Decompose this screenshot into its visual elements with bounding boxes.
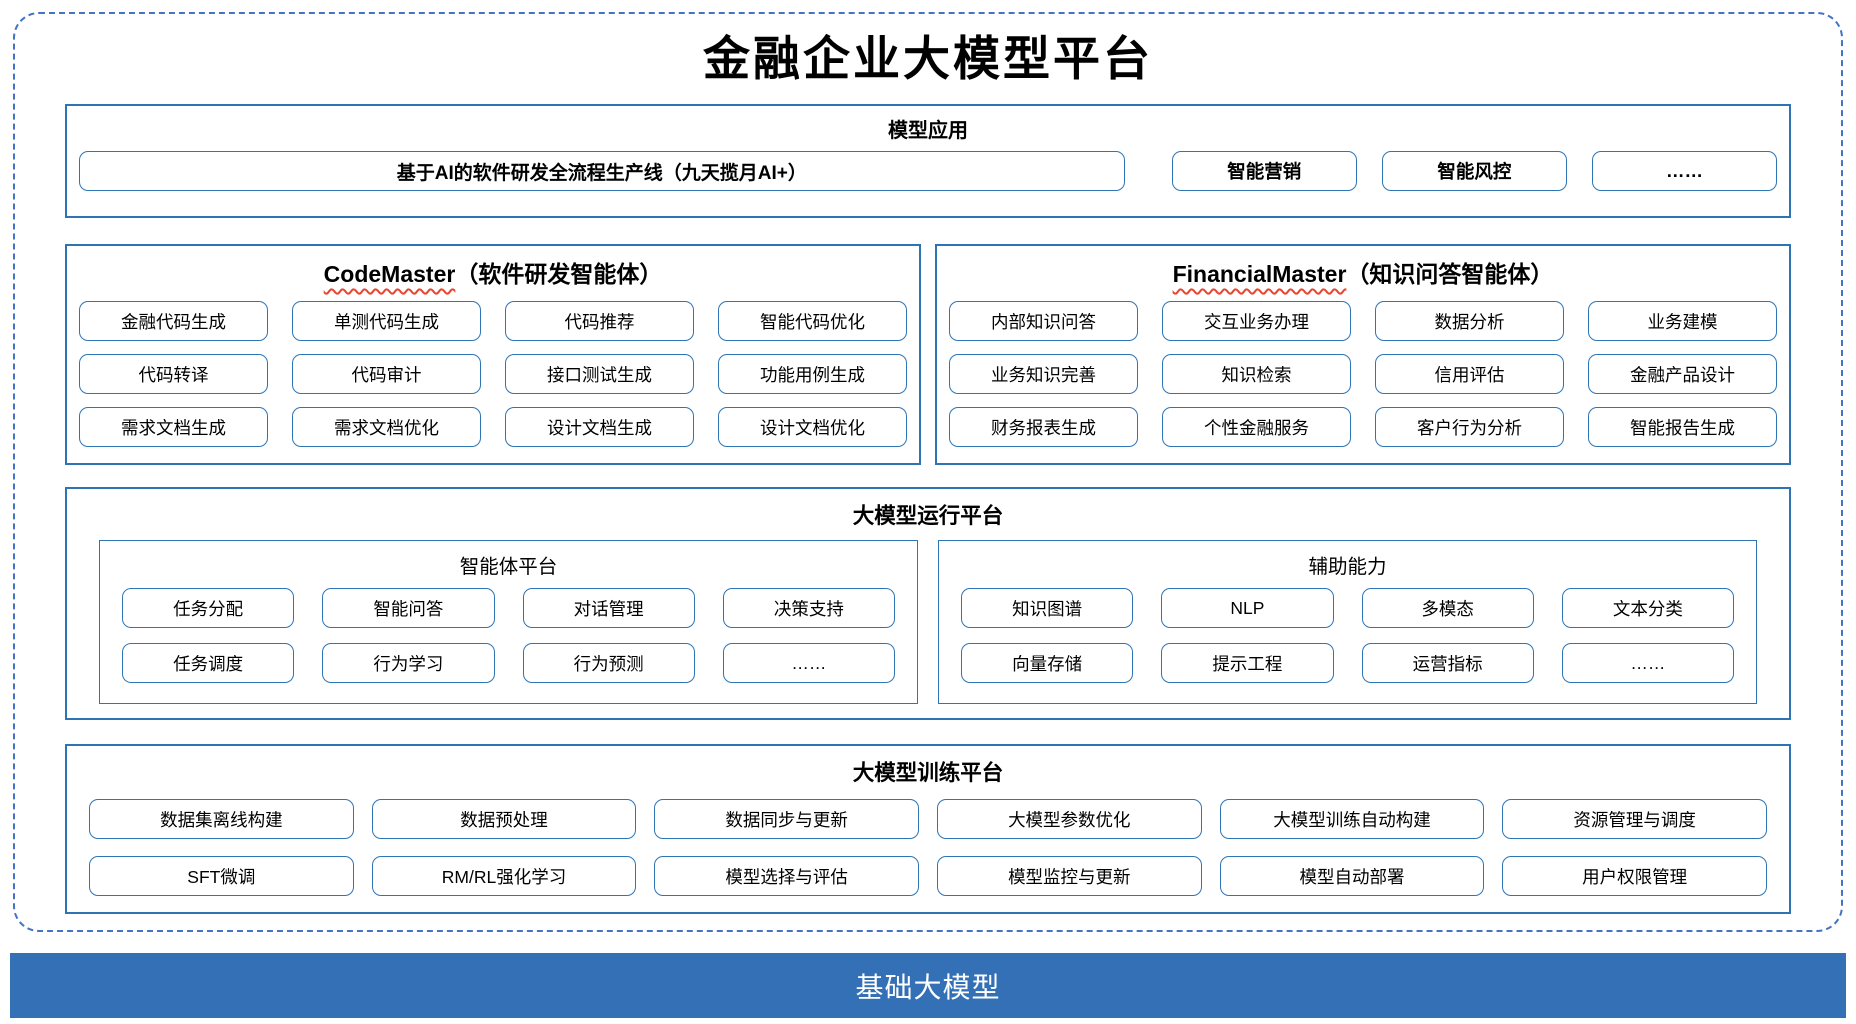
training-capability: RM/RL强化学习 bbox=[371, 856, 637, 897]
financialmaster-capability: 智能报告生成 bbox=[1588, 407, 1777, 448]
app-item-ellipsis: …… bbox=[1591, 151, 1778, 192]
agent-platform-capability: 对话管理 bbox=[522, 588, 695, 629]
financialmaster-capability: 交互业务办理 bbox=[1162, 301, 1351, 342]
financialmaster-capability: 财务报表生成 bbox=[949, 407, 1138, 448]
section-title-model-application: 模型应用 bbox=[888, 120, 968, 143]
aux-capability: 多模态 bbox=[1361, 588, 1534, 629]
codemaster-brand-label: CodeMaster bbox=[323, 261, 456, 288]
codemaster-capability: 接口测试生成 bbox=[505, 354, 694, 395]
page-title: 金融企业大模型平台 bbox=[703, 32, 1153, 87]
subsection-agent-platform: 智能体平台 任务分配 智能问答 对话管理 决策支持 任务调度 行为学习 行为预测… bbox=[99, 540, 918, 705]
app-item-risk-control: 智能风控 bbox=[1381, 151, 1567, 192]
training-capability: 数据集离线构建 bbox=[89, 799, 354, 840]
model-application-row: 基于AI的软件研发全流程生产线（九天揽月AI+） 智能营销 智能风控 …… bbox=[67, 143, 1789, 192]
section-agents: CodeMaster（软件研发智能体） 金融代码生成 单测代码生成 代码推荐 智… bbox=[65, 244, 1791, 466]
financialmaster-capability: 个性金融服务 bbox=[1162, 407, 1351, 448]
app-item-marketing: 智能营销 bbox=[1171, 151, 1357, 192]
financialmaster-title: FinancialMaster（知识问答智能体） bbox=[937, 255, 1789, 289]
training-grid: 数据集离线构建 数据预处理 数据同步与更新 大模型参数优化 大模型训练自动构建 … bbox=[67, 787, 1789, 897]
financialmaster-capability: 信用评估 bbox=[1375, 354, 1564, 395]
runtime-platform-title: 大模型运行平台 bbox=[852, 504, 1004, 529]
codemaster-capability: 功能用例生成 bbox=[718, 354, 907, 395]
financialmaster-grid: 内部知识问答 交互业务办理 数据分析 业务建模 业务知识完善 知识检索 信用评估… bbox=[937, 293, 1789, 448]
financialmaster-brand-label: FinancialMaster bbox=[1172, 261, 1347, 288]
training-capability: 数据同步与更新 bbox=[654, 799, 919, 840]
agent-platform-title: 智能体平台 bbox=[459, 556, 558, 579]
codemaster-capability: 设计文档生成 bbox=[505, 407, 694, 448]
section-model-application: 模型应用 基于AI的软件研发全流程生产线（九天揽月AI+） 智能营销 智能风控 … bbox=[65, 104, 1791, 219]
aux-capability-grid: 知识图谱 NLP 多模态 文本分类 向量存储 提示工程 运营指标 …… bbox=[939, 588, 1756, 703]
training-platform-title: 大模型训练平台 bbox=[852, 761, 1004, 786]
aux-capability: 运营指标 bbox=[1361, 643, 1534, 684]
aux-capability: …… bbox=[1561, 643, 1734, 684]
runtime-row: 智能体平台 任务分配 智能问答 对话管理 决策支持 任务调度 行为学习 行为预测… bbox=[99, 540, 1757, 705]
agent-platform-capability: …… bbox=[722, 643, 895, 684]
financialmaster-capability: 数据分析 bbox=[1375, 301, 1564, 342]
training-capability: 模型自动部署 bbox=[1219, 856, 1485, 897]
financialmaster-capability: 知识检索 bbox=[1162, 354, 1351, 395]
codemaster-capability: 智能代码优化 bbox=[718, 301, 907, 342]
codemaster-grid: 金融代码生成 单测代码生成 代码推荐 智能代码优化 代码转译 代码审计 接口测试… bbox=[67, 293, 919, 448]
aux-capability: 提示工程 bbox=[1161, 643, 1334, 684]
aux-capability: 文本分类 bbox=[1561, 588, 1734, 629]
section-codemaster: CodeMaster（软件研发智能体） 金融代码生成 单测代码生成 代码推荐 智… bbox=[65, 244, 921, 466]
codemaster-capability: 金融代码生成 bbox=[79, 301, 268, 342]
financialmaster-capability: 业务建模 bbox=[1588, 301, 1777, 342]
subsection-aux-capability: 辅助能力 知识图谱 NLP 多模态 文本分类 向量存储 提示工程 运营指标 …… bbox=[938, 540, 1757, 705]
codemaster-subtitle: （软件研发智能体） bbox=[455, 261, 663, 288]
codemaster-capability: 单测代码生成 bbox=[292, 301, 481, 342]
codemaster-capability: 需求文档优化 bbox=[292, 407, 481, 448]
financialmaster-capability: 客户行为分析 bbox=[1375, 407, 1564, 448]
section-financialmaster: FinancialMaster（知识问答智能体） 内部知识问答 交互业务办理 数… bbox=[935, 244, 1791, 466]
agent-platform-capability: 智能问答 bbox=[322, 588, 495, 629]
codemaster-title: CodeMaster（软件研发智能体） bbox=[67, 255, 919, 289]
base-model-bar: 基础大模型 bbox=[10, 953, 1846, 1018]
codemaster-capability: 代码推荐 bbox=[505, 301, 694, 342]
training-capability: 模型选择与评估 bbox=[654, 856, 919, 897]
codemaster-capability: 需求文档生成 bbox=[79, 407, 268, 448]
aux-capability: NLP bbox=[1161, 588, 1334, 629]
training-capability: SFT微调 bbox=[89, 856, 354, 897]
financialmaster-capability: 业务知识完善 bbox=[949, 354, 1138, 395]
training-capability: 大模型参数优化 bbox=[936, 799, 1202, 840]
base-model-label: 基础大模型 bbox=[855, 971, 1001, 1003]
agent-platform-capability: 行为学习 bbox=[322, 643, 495, 684]
aux-capability: 向量存储 bbox=[961, 643, 1134, 684]
codemaster-capability: 代码转译 bbox=[79, 354, 268, 395]
app-item-ai-pipeline: 基于AI的软件研发全流程生产线（九天揽月AI+） bbox=[79, 151, 1125, 192]
training-capability: 数据预处理 bbox=[371, 799, 637, 840]
training-capability: 大模型训练自动构建 bbox=[1219, 799, 1485, 840]
section-runtime-platform: 大模型运行平台 智能体平台 任务分配 智能问答 对话管理 决策支持 任务调度 行… bbox=[65, 487, 1791, 721]
training-capability: 资源管理与调度 bbox=[1502, 799, 1767, 840]
codemaster-capability: 代码审计 bbox=[292, 354, 481, 395]
financialmaster-capability: 内部知识问答 bbox=[949, 301, 1138, 342]
outer-dashed-frame: 金融企业大模型平台 模型应用 基于AI的软件研发全流程生产线（九天揽月AI+） … bbox=[13, 12, 1843, 932]
codemaster-capability: 设计文档优化 bbox=[718, 407, 907, 448]
agent-platform-capability: 任务调度 bbox=[122, 643, 295, 684]
financialmaster-capability: 金融产品设计 bbox=[1588, 354, 1777, 395]
training-capability: 模型监控与更新 bbox=[936, 856, 1202, 897]
agent-platform-capability: 任务分配 bbox=[122, 588, 295, 629]
financialmaster-subtitle: （知识问答智能体） bbox=[1346, 261, 1554, 288]
agent-platform-capability: 行为预测 bbox=[522, 643, 695, 684]
agent-platform-capability: 决策支持 bbox=[722, 588, 895, 629]
aux-capability: 知识图谱 bbox=[961, 588, 1134, 629]
agent-platform-grid: 任务分配 智能问答 对话管理 决策支持 任务调度 行为学习 行为预测 …… bbox=[100, 588, 917, 703]
aux-capability-title: 辅助能力 bbox=[1308, 556, 1387, 579]
section-training-platform: 大模型训练平台 数据集离线构建 数据预处理 数据同步与更新 大模型参数优化 大模… bbox=[65, 744, 1791, 915]
training-capability: 用户权限管理 bbox=[1502, 856, 1767, 897]
